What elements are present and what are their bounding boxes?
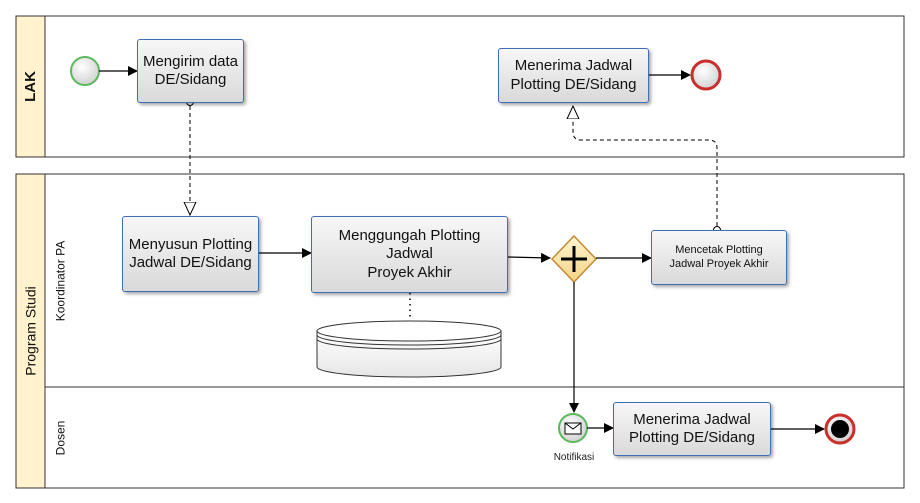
start-event[interactable] [70, 56, 100, 86]
message-start-event[interactable] [558, 413, 588, 443]
task-menyusun-plotting[interactable]: Menyusun Plotting Jadwal DE/Sidang [122, 216, 259, 292]
pool-title-program-studi: Program Studi [22, 286, 39, 376]
flow-mengunggah-to-gateway [507, 252, 551, 263]
task-menerima-jadwal-dosen[interactable]: Menerima Jadwal Plotting DE/Sidang [613, 402, 771, 456]
task-mencetak-plotting[interactable]: Mencetak Plotting Jadwal Proyek Akhir [651, 230, 787, 285]
task-mengirim-data[interactable]: Mengirim data DE/Sidang [137, 39, 244, 103]
end-event-dosen[interactable] [824, 413, 856, 445]
task-mengunggah-plotting[interactable]: Menggungah Plotting Jadwal Proyek Akhir [311, 216, 508, 293]
lane-title-dosen: Dosen [53, 420, 67, 455]
lane-title-koordinator: Koordinator PA [53, 240, 67, 321]
end-event-lak[interactable] [690, 59, 722, 91]
message-flow-mencetak-to-terima [573, 106, 718, 226]
data-store[interactable] [316, 320, 502, 378]
pool-label-program-studi: Program Studi [16, 174, 45, 488]
pool-title-lak: LAK [22, 71, 40, 102]
notifikasi-label: Notifikasi [553, 452, 595, 463]
task-menerima-jadwal-lak[interactable]: Menerima Jadwal Plotting DE/Sidang [498, 48, 649, 103]
lane-label-koordinator: Koordinator PA [47, 174, 73, 387]
pool-label-lak: LAK [16, 16, 45, 157]
lane-label-dosen: Dosen [47, 387, 73, 488]
